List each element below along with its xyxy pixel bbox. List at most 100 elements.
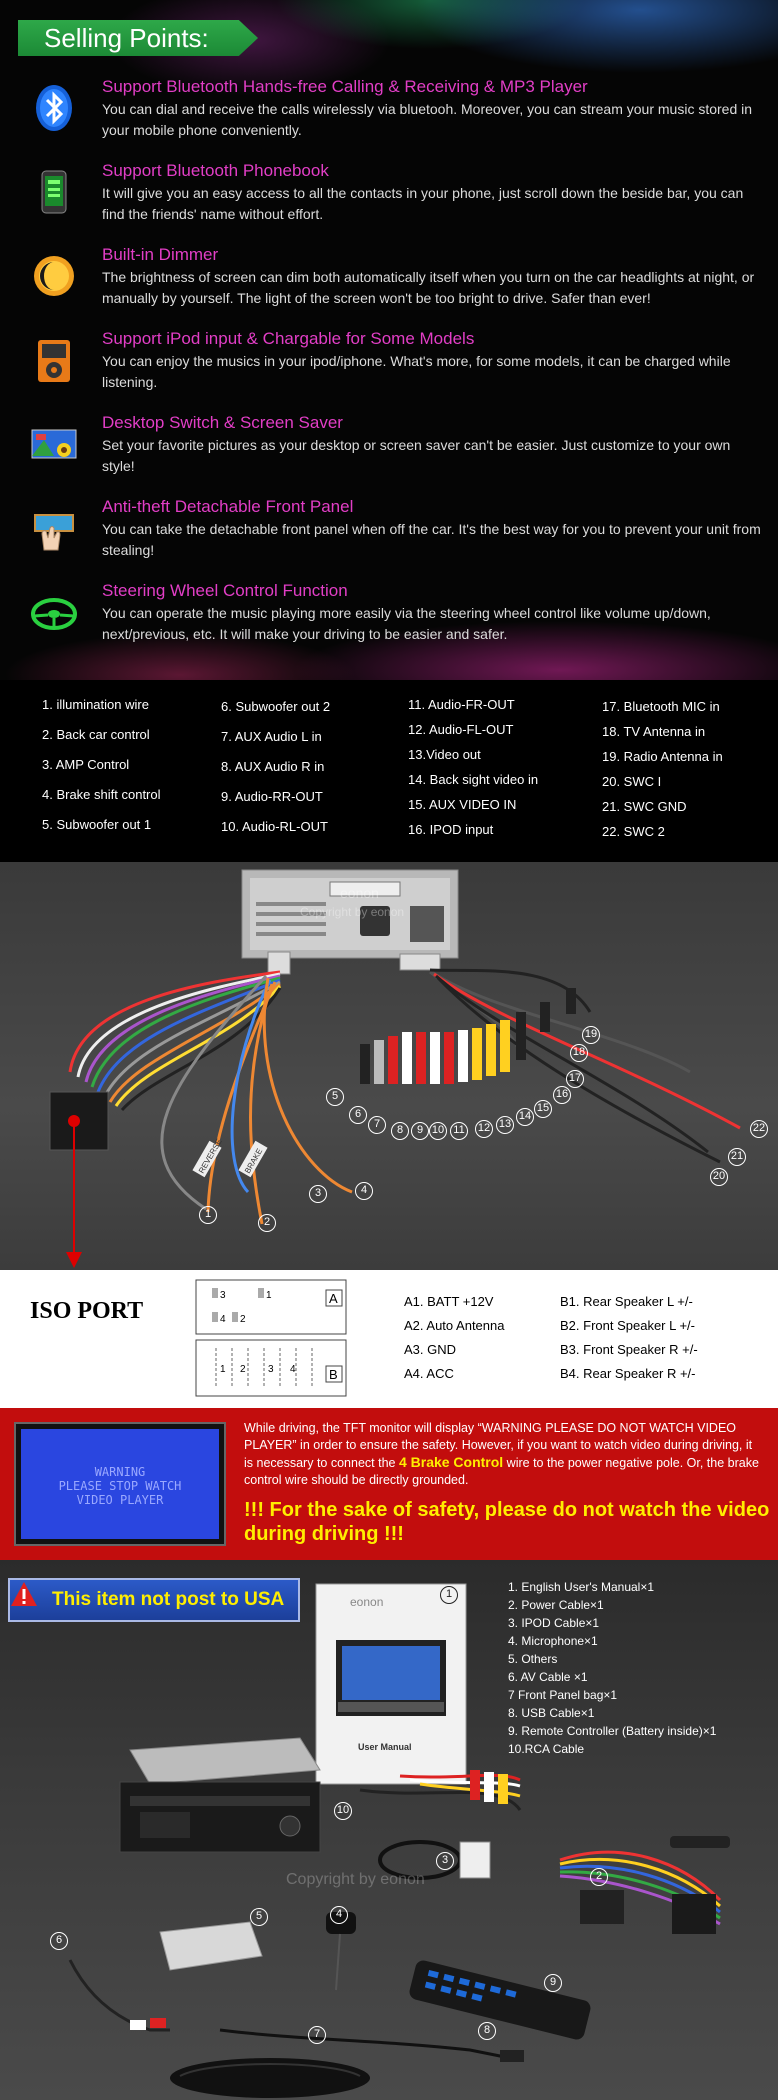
iso-b-pin-list: B1. Rear Speaker L +/- B2. Front Speaker… — [560, 1290, 698, 1386]
selling-point-description: Set your favorite pictures as your deskt… — [102, 437, 731, 474]
callout-number: 9 — [411, 1122, 429, 1140]
callout-number: 8 — [391, 1122, 409, 1140]
manual-brand-text: eonon — [350, 1595, 383, 1609]
wire-column: 1. illumination wire 2. Back car control… — [42, 692, 161, 837]
ipod-icon — [38, 340, 70, 382]
selling-point-description: You can take the detachable front panel … — [102, 521, 761, 558]
package-contents-section: This item not post to USA 1. English Use… — [0, 1560, 778, 2100]
iso-pin-row: A4. ACC — [404, 1366, 454, 1381]
selling-point-heading: Support Bluetooth Hands-free Calling & R… — [102, 77, 588, 96]
iso-section-a-label: A — [329, 1291, 338, 1306]
warning-screen-line: VIDEO PLAYER — [76, 1493, 164, 1507]
left-wire-bundle — [68, 970, 353, 1225]
callout-number: 22 — [750, 1120, 768, 1138]
callout-number: 10 — [429, 1122, 447, 1140]
wire-item: 21. SWC GND — [602, 799, 687, 814]
callout-number: 3 — [436, 1852, 454, 1870]
callout-number: 2 — [258, 1214, 276, 1232]
iso-pin-number: 3 — [268, 1364, 274, 1375]
harness-illustration: eonon Copyright by eonon — [49, 869, 741, 1268]
wire-item: 18. TV Antenna in — [602, 724, 706, 739]
iso-pin-number: 4 — [290, 1364, 296, 1375]
wiring-harness-photo: eonon Copyright by eonon — [0, 862, 778, 1270]
package-item: 5. Others — [508, 1652, 558, 1666]
iso-pin-row: B3. Front Speaker R +/- — [560, 1342, 698, 1357]
iso-pin-number: 2 — [240, 1364, 246, 1375]
iso-port-title: ISO PORT — [30, 1298, 144, 1324]
iso-pin-number: 2 — [240, 1314, 246, 1325]
wire-item: 8. AUX Audio R in — [221, 759, 325, 774]
wire-list-section: 1. illumination wire 2. Back car control… — [0, 680, 778, 862]
warning-text-part: While driving, the TFT monitor will disp… — [244, 1421, 753, 1470]
package-item: 9. Remote Controller (Battery inside)×1 — [508, 1724, 717, 1738]
warning-triangle-icon — [11, 1582, 37, 1606]
remote-controller — [409, 1960, 591, 2040]
callout-number: 19 — [582, 1026, 600, 1044]
selling-point-item: Desktop Switch & Screen Saver Set your f… — [0, 412, 778, 492]
iso-pin-number: 4 — [220, 1314, 226, 1325]
wire-column: 11. Audio-FR-OUT 12. Audio-FL-OUT 13.Vid… — [408, 692, 538, 842]
harness-copyright-watermark: Copyright by eonon — [300, 905, 404, 919]
wire-item: 17. Bluetooth MIC in — [602, 699, 720, 714]
wire-item: 2. Back car control — [42, 727, 150, 742]
harness-brand-watermark: eonon — [340, 885, 379, 901]
selling-point-item: Anti-theft Detachable Front Panel You ca… — [0, 496, 778, 576]
selling-point-heading: Built-in Dimmer — [102, 245, 219, 264]
selling-point-heading: Steering Wheel Control Function — [102, 581, 348, 600]
callout-number: 20 — [710, 1168, 728, 1186]
selling-point-item: Support iPod input & Chargable for Some … — [0, 328, 778, 408]
iso-pin-number: 1 — [220, 1364, 226, 1375]
callout-number: 4 — [355, 1182, 373, 1200]
selling-point-heading: Support Bluetooth Phonebook — [102, 161, 329, 180]
callout-number: 16 — [553, 1086, 571, 1104]
selling-point-description: It will give you an easy access to all t… — [102, 185, 744, 222]
selling-point-item: Support Bluetooth Hands-free Calling & R… — [0, 76, 778, 156]
callout-number: 17 — [566, 1070, 584, 1088]
wire-column: 6. Subwoofer out 2 7. AUX Audio L in 8. … — [221, 694, 330, 839]
warning-description: While driving, the TFT monitor will disp… — [244, 1420, 764, 1489]
package-item: 6. AV Cable ×1 — [508, 1670, 588, 1684]
package-illustration: eonon User Manual — [68, 1583, 730, 2098]
callout-number: 1 — [199, 1206, 217, 1224]
dimmer-icon — [34, 256, 74, 296]
package-item: 1. English User's Manual×1 — [508, 1580, 655, 1594]
selling-point-description: You can operate the music playing more e… — [102, 605, 711, 642]
callout-number: 5 — [326, 1088, 344, 1106]
callout-number: 21 — [728, 1148, 746, 1166]
iso-section-b-label: B — [329, 1367, 338, 1382]
iso-pin-row: A1. BATT +12V — [404, 1294, 494, 1309]
package-item: 8. USB Cable×1 — [508, 1706, 595, 1720]
callout-number: 6 — [50, 1932, 68, 1950]
package-copyright-watermark: Copyright by eonon — [286, 1871, 425, 1888]
rca-plugs — [360, 988, 576, 1084]
callout-number: 10 — [334, 1802, 352, 1820]
selling-point-item: Support Bluetooth Phonebook It will give… — [0, 160, 778, 240]
callout-number: 18 — [570, 1044, 588, 1062]
iso-a-pin-list: A1. BATT +12V A2. Auto Antenna A3. GND A… — [404, 1290, 504, 1386]
wire-item: 20. SWC I — [602, 774, 662, 789]
package-item: 2. Power Cable×1 — [508, 1598, 604, 1612]
wire-item: 1. illumination wire — [42, 697, 149, 712]
package-item: 3. IPOD Cable×1 — [508, 1616, 600, 1630]
selling-point-item: Built-in Dimmer The brightness of screen… — [0, 244, 778, 324]
callout-number: 8 — [478, 2022, 496, 2040]
warning-section: WARNING PLEASE STOP WATCH VIDEO PLAYER W… — [0, 1408, 778, 1560]
rca-wire-bundle — [429, 968, 741, 1164]
callout-number: 7 — [368, 1116, 386, 1134]
callout-number: 1 — [440, 1586, 458, 1604]
usa-shipping-notice: This item not post to USA — [8, 1578, 300, 1622]
warning-screen-image: WARNING PLEASE STOP WATCH VIDEO PLAYER — [14, 1422, 226, 1546]
selling-point-heading: Desktop Switch & Screen Saver — [102, 413, 343, 432]
warning-safety-notice: !!! For the sake of safety, please do no… — [244, 1499, 770, 1545]
iso-pin-row: B2. Front Speaker L +/- — [560, 1318, 696, 1333]
wire-item: 9. Audio-RR-OUT — [221, 789, 323, 804]
wire-item: 22. SWC 2 — [602, 824, 665, 839]
iso-pin-row: A3. GND — [404, 1342, 457, 1357]
selling-point-heading: Support iPod input & Chargable for Some … — [102, 329, 475, 348]
iso-port-section: ISO PORT A B 3 1 4 2 1 2 3 4 A1. BATT +1… — [0, 1270, 778, 1408]
iso-pin-number: 3 — [220, 1290, 226, 1301]
selling-points-section: Selling Points: Support Bluetooth Hands-… — [0, 0, 778, 680]
usa-notice-text: This item not post to USA — [52, 1589, 285, 1610]
wire-column: 17. Bluetooth MIC in 18. TV Antenna in 1… — [602, 694, 723, 844]
warning-screen-line: PLEASE STOP WATCH — [58, 1479, 182, 1493]
